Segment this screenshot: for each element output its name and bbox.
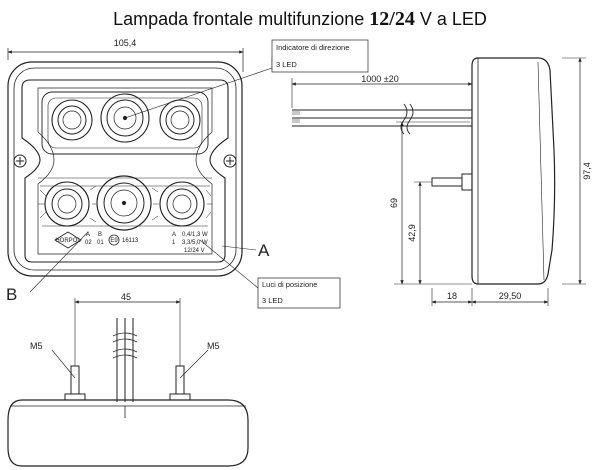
cable-height-dimension: 69 xyxy=(389,198,399,208)
page-title: Lampada frontale multifunzione 12/24 V a… xyxy=(0,8,600,31)
marking-a-num: 02 xyxy=(85,240,92,246)
position-led-right xyxy=(159,181,205,227)
top-view xyxy=(7,298,249,467)
label-a: A xyxy=(258,241,270,260)
marking-brand: HORPOL xyxy=(55,238,81,244)
marking-a: A xyxy=(86,232,90,238)
title-voltage: 12/24 xyxy=(369,8,415,30)
direction-callout: Indicatore di direzione 3 LED xyxy=(271,39,369,73)
left-screw-icon xyxy=(13,154,27,168)
direction-led-left xyxy=(51,99,93,141)
right-screw-icon xyxy=(223,154,237,168)
bolt-height-dimension: 42,9 xyxy=(407,224,417,242)
side-view xyxy=(291,57,586,306)
label-b: B xyxy=(6,285,17,304)
marking-b: B xyxy=(98,232,102,238)
brand-diamond-icon xyxy=(54,231,82,249)
direction-callout-leds: 3 LED xyxy=(276,60,297,69)
bolt-depth-dimension: 18 xyxy=(447,291,457,301)
position-callout: Luci di posizione 3 LED xyxy=(257,277,341,309)
rating-1: 1 xyxy=(172,240,176,246)
title-text: Lampada frontale multifunzione xyxy=(113,9,365,29)
direction-callout-title: Indicatore di direzione xyxy=(276,43,349,52)
bolt-spacing-dimension: 45 xyxy=(121,292,131,302)
bolt-right-label: M5 xyxy=(207,341,220,351)
rating-volt: 12/24 V xyxy=(184,248,205,254)
position-callout-title: Luci di posizione xyxy=(262,280,317,289)
height-dimension: 97,4 xyxy=(582,162,592,180)
bolt-left-label: M5 xyxy=(30,341,43,351)
rating-a: A xyxy=(172,232,176,238)
cable-length-dimension: 1000 ±20 xyxy=(361,74,398,84)
position-led-left xyxy=(44,181,90,227)
rating-watt-1: 0,4/1,3 W xyxy=(182,232,208,238)
marking-e9: E9 xyxy=(110,238,118,244)
e-mark-icon xyxy=(108,234,120,246)
marking-code: 16113 xyxy=(122,238,139,244)
body-depth-dimension: 29,50 xyxy=(499,291,522,301)
marking-b-num: 01 xyxy=(97,240,104,246)
position-callout-leds: 3 LED xyxy=(262,296,283,305)
position-led-center xyxy=(96,175,152,231)
front-view xyxy=(7,48,273,293)
rating-watt-2: 3,3/5,0 W xyxy=(182,240,208,246)
direction-led-right xyxy=(159,99,201,141)
title-suffix: V a LED xyxy=(419,9,487,29)
front-width-dimension: 105,4 xyxy=(114,38,137,48)
